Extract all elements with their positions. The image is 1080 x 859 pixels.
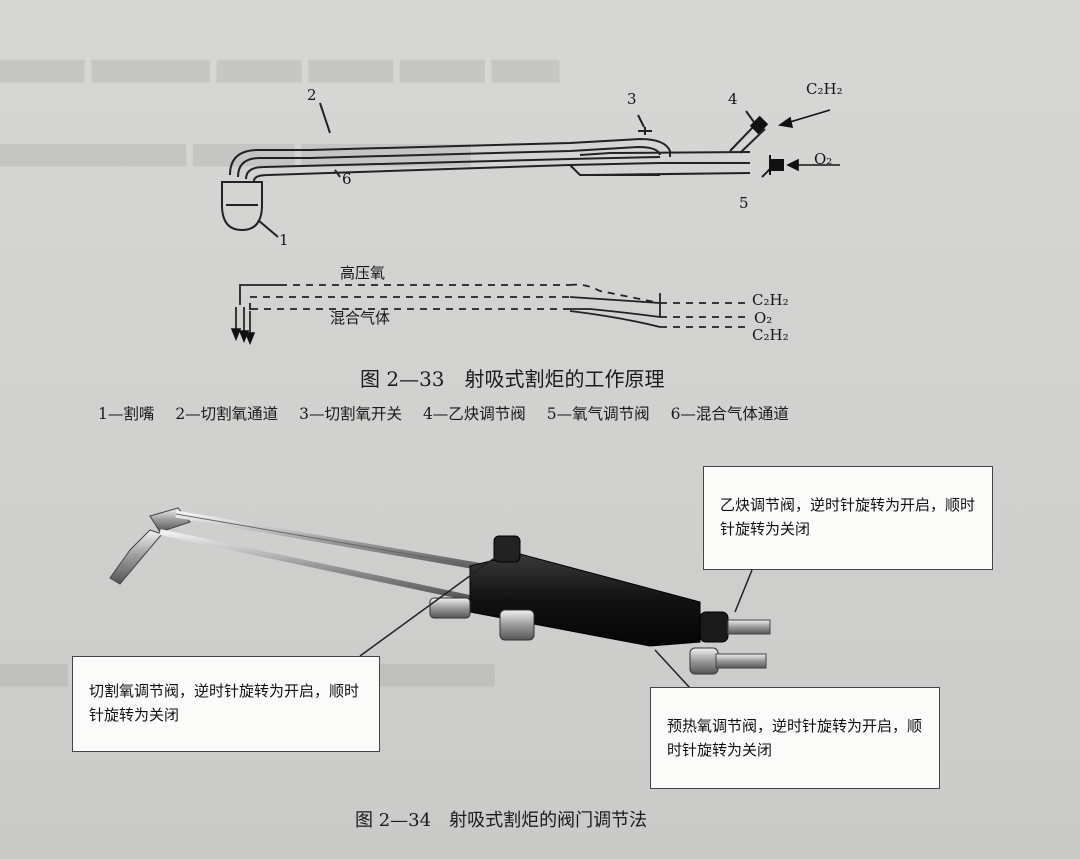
torch-principle-diagram	[221, 102, 840, 346]
bleed-through: ▇▇▇▇▇ ▇▇▇▇▇▇▇ ▇▇▇▇▇ ▇▇▇▇▇ ▇▇▇▇▇ ▇▇▇▇	[0, 58, 560, 83]
preheat-oxygen-valve-callout: 预热氧调节阀，逆时针旋转为开启，顺时针旋转为关闭	[650, 687, 940, 789]
part-number-3: 3	[627, 90, 637, 108]
preheat-valve-knob	[499, 609, 535, 641]
legend-item: 5—氧气调节阀	[546, 405, 650, 423]
cutting-oxygen-valve-callout: 切割氧调节阀，逆时针旋转为开启，顺时针旋转为关闭	[72, 656, 380, 752]
legend-item: 2—切割氧通道	[175, 405, 279, 423]
high-pressure-oxygen-label: 高压氧	[340, 264, 386, 282]
legend-item: 3—切割氧开关	[299, 405, 402, 423]
nozzle	[221, 181, 263, 232]
oxygen-valve-block	[770, 159, 784, 171]
legend-item: 1—割嘴	[98, 405, 155, 423]
hose-fitting-lower	[689, 647, 719, 675]
acetylene-valve-callout: 乙炔调节阀，逆时针旋转为开启，顺时针旋转为关闭	[703, 466, 993, 570]
legend-item: 6—混合气体通道	[670, 405, 789, 423]
figure-33-legend: 1—割嘴 2—切割氧通道 3—切割氧开关 4—乙炔调节阀 5—氧气调节阀 6—混…	[98, 402, 805, 424]
acetylene-label-a: C₂H₂	[752, 291, 789, 309]
hose-fitting-upper	[727, 619, 771, 635]
acetylene-label-b: C₂H₂	[752, 326, 789, 344]
legend-item: 4—乙炔调节阀	[422, 405, 526, 423]
part-number-4: 4	[728, 90, 738, 108]
acetylene-valve-block	[749, 115, 769, 135]
cutting-oxygen-valve-knob	[493, 535, 521, 563]
part-number-6: 6	[342, 170, 352, 188]
acetylene-valve-knob	[699, 611, 729, 643]
oxygen-label-mid: O₂	[754, 309, 773, 327]
figure-33-caption: 图 2—33 射吸式割炬的工作原理	[360, 367, 665, 391]
acetylene-inlet-label: C₂H₂	[806, 80, 843, 98]
cutting-oxygen-channel	[229, 137, 671, 176]
torch-head	[149, 507, 191, 533]
part-number-5: 5	[739, 194, 749, 212]
part-number-1: 1	[279, 231, 289, 249]
torch-photo	[109, 507, 771, 689]
torch-tube-lower	[159, 529, 471, 601]
torch-nozzle	[109, 529, 163, 585]
figure-34-caption: 图 2—34 射吸式割炬的阀门调节法	[355, 810, 648, 831]
part-number-2: 2	[307, 86, 317, 104]
mixed-gas-label: 混合气体	[330, 309, 391, 327]
mixed-gas-channel	[245, 156, 661, 180]
oxygen-inlet-label: O₂	[814, 150, 833, 168]
